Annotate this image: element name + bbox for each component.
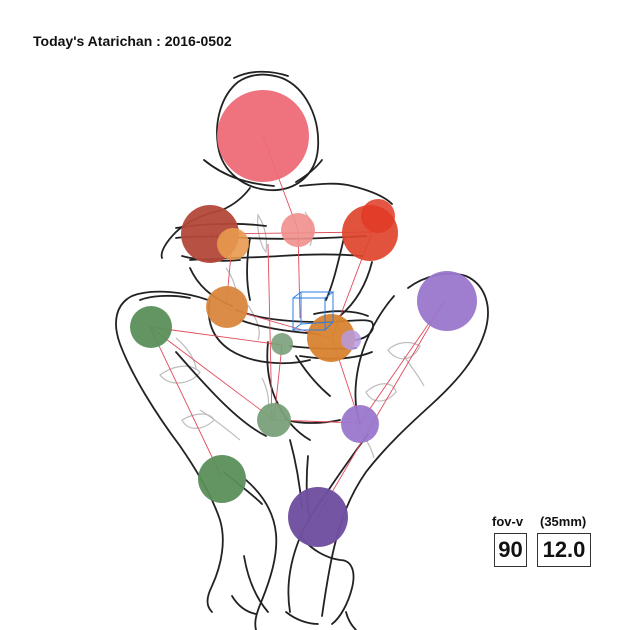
lens-value-field[interactable]: 12.0 [537, 533, 591, 567]
joint-ankle-right[interactable] [257, 403, 291, 437]
lens-label: (35mm) [540, 514, 587, 529]
joint-elbow-right-small[interactable] [217, 228, 249, 260]
joint-pelvis[interactable] [307, 314, 355, 362]
joint-foot-left[interactable] [288, 487, 348, 547]
bone-lines [149, 135, 446, 517]
joints [130, 90, 477, 547]
joint-hip-center[interactable] [271, 333, 293, 355]
joint-head[interactable] [217, 90, 309, 182]
fov-value-field[interactable]: 90 [494, 533, 527, 567]
joint-ankle-left[interactable] [341, 405, 379, 443]
joint-foot-right[interactable] [198, 455, 246, 503]
joint-knee-left[interactable] [417, 271, 477, 331]
joint-shoulder-left-inner[interactable] [361, 199, 395, 233]
page-title: Today's Atarichan : 2016-0502 [33, 33, 232, 49]
joint-knee-right[interactable] [130, 306, 172, 348]
joint-chest[interactable] [281, 213, 315, 247]
joint-hand-left-small[interactable] [341, 330, 361, 350]
joint-elbow-right[interactable] [206, 286, 248, 328]
fov-label: fov-v [492, 514, 524, 529]
figure-outline [115, 70, 489, 630]
camera-target-gizmo[interactable] [292, 291, 335, 331]
